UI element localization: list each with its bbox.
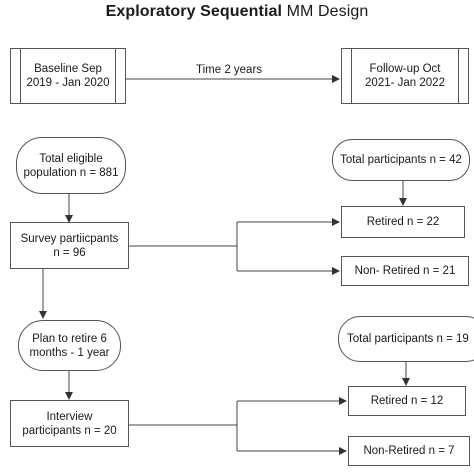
plan-to-retire-box: Plan to retire 6 months - 1 year <box>18 320 121 371</box>
eligible-population-label: Total eligible population n = 881 <box>23 152 119 179</box>
retired-qual-label: Retired n = 12 <box>370 395 444 407</box>
non-retired-quant-label: Non- Retired n = 21 <box>354 265 456 277</box>
total-participants-quant-label: Total participants n = 42 <box>340 154 462 166</box>
survey-participants-box: Survey partiicpants n = 96 <box>10 222 129 269</box>
total-participants-qual-box: Total participants n = 19 <box>338 316 474 362</box>
non-retired-qual-label: Non-Retired n = 7 <box>363 445 455 457</box>
page-title: Exploratory Sequential MM Design <box>0 3 474 21</box>
total-participants-qual-label: Total participants n = 19 <box>347 333 469 345</box>
interview-participants-label: Interview participants n = 20 <box>22 410 117 437</box>
baseline-box: Baseline Sep 2019 - Jan 2020 <box>10 48 126 104</box>
baseline-label: Baseline Sep 2019 - Jan 2020 <box>26 63 110 89</box>
retired-quant-box: Retired n = 22 <box>341 206 465 238</box>
non-retired-quant-box: Non- Retired n = 21 <box>341 256 469 286</box>
plan-to-retire-label: Plan to retire 6 months - 1 year <box>29 332 110 359</box>
total-participants-quant-box: Total participants n = 42 <box>332 139 470 181</box>
title-bold: Exploratory Sequential <box>105 3 283 20</box>
followup-box: Follow-up Oct 2021- Jan 2022 <box>341 48 469 104</box>
survey-participants-label: Survey partiicpants n = 96 <box>20 232 119 259</box>
eligible-population-box: Total eligible population n = 881 <box>16 137 126 194</box>
non-retired-qual-box: Non-Retired n = 7 <box>348 436 470 466</box>
timeline-arrow-label: Time 2 years <box>196 64 263 76</box>
interview-participants-box: Interview participants n = 20 <box>10 400 129 447</box>
title-regular: MM Design <box>282 3 369 20</box>
retired-qual-box: Retired n = 12 <box>348 386 466 416</box>
retired-quant-label: Retired n = 22 <box>366 216 440 228</box>
followup-label: Follow-up Oct 2021- Jan 2022 <box>365 63 445 89</box>
